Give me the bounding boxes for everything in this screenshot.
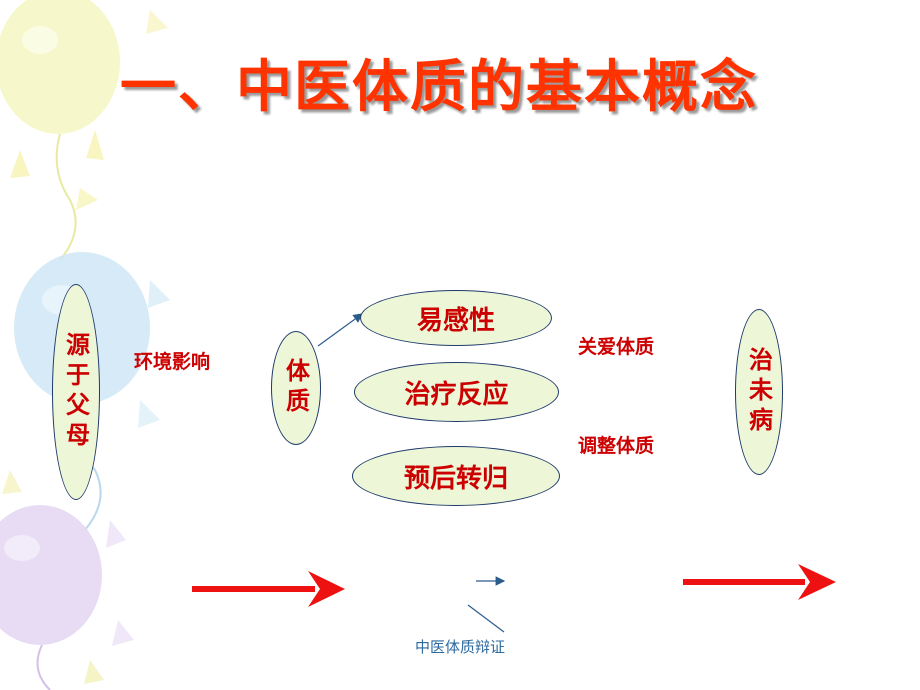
label-adjust: 调整体质 bbox=[578, 435, 655, 457]
red-arrow-right bbox=[683, 564, 836, 600]
node-susceptibility-label: 易感性 bbox=[416, 305, 495, 336]
node-prevention-label: 治未病 bbox=[744, 347, 773, 437]
node-prognosis: 预后转归 bbox=[352, 446, 560, 506]
node-treatment-response: 治疗反应 bbox=[354, 362, 559, 422]
red-arrow-left bbox=[192, 571, 345, 607]
diagonal-line bbox=[467, 604, 505, 633]
label-environment: 环境影响 bbox=[134, 351, 211, 373]
node-prevention: 治未病 bbox=[735, 309, 783, 475]
connector-arrow bbox=[317, 313, 363, 347]
slide-footer: 中医体质辩证 bbox=[414, 638, 505, 656]
node-susceptibility: 易感性 bbox=[360, 290, 552, 346]
node-constitution: 体质 bbox=[271, 331, 321, 445]
node-constitution-label: 体质 bbox=[281, 358, 310, 418]
node-origin: 源于父母 bbox=[52, 284, 100, 500]
slide-title: 一、中医体质的基本概念 bbox=[120, 55, 758, 120]
node-treatment-response-label: 治疗反应 bbox=[404, 379, 509, 410]
node-prognosis-label: 预后转归 bbox=[403, 463, 508, 494]
label-care: 关爱体质 bbox=[578, 336, 655, 358]
node-origin-label: 源于父母 bbox=[61, 332, 90, 452]
